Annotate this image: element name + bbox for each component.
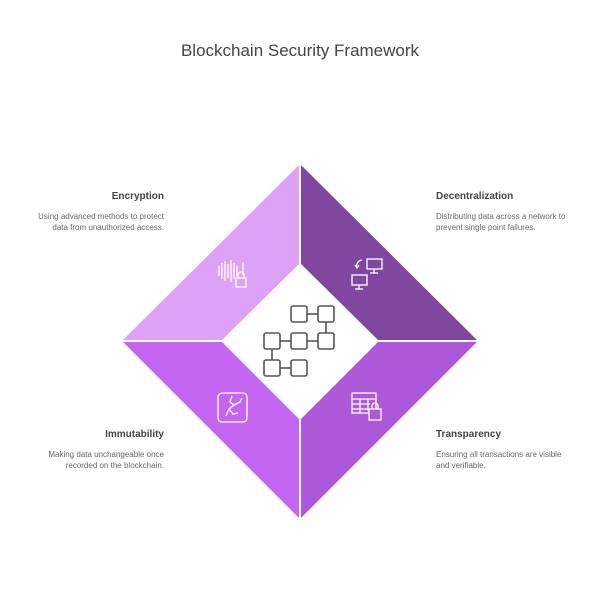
immutability-label: Immutability Making data unchangeable on…: [34, 429, 164, 471]
decentralization-quadrant: [301, 165, 477, 340]
encryption-label: Encryption Using advanced methods to pro…: [34, 191, 164, 233]
ledger-lock-icon: [351, 392, 382, 421]
transparency-description: Ensuring all transactions are visible an…: [436, 450, 562, 470]
immutability-quadrant: [123, 342, 299, 518]
decentralization-heading: Decentralization: [436, 191, 514, 202]
immutability-heading: Immutability: [105, 429, 164, 440]
blockchain-icon: [263, 305, 335, 377]
sound-wave-lock-icon: [218, 260, 247, 288]
cracked-block-icon: [217, 392, 248, 423]
networked-computers-icon: [351, 258, 383, 290]
transparency-heading: Transparency: [436, 429, 502, 440]
immutability-description: Making data unchangeable once recorded o…: [48, 450, 164, 470]
decentralization-description: Distributing data across a network to pr…: [436, 212, 566, 232]
encryption-heading: Encryption: [111, 191, 164, 202]
transparency-quadrant: [301, 342, 477, 518]
transparency-label: Transparency Ensuring all transactions a…: [436, 429, 566, 471]
decentralization-label: Decentralization Distributing data acros…: [436, 191, 566, 233]
page-title: Blockchain Security Framework: [180, 41, 420, 60]
encryption-description: Using advanced methods to protect data f…: [38, 212, 164, 232]
encryption-quadrant: [123, 165, 299, 340]
